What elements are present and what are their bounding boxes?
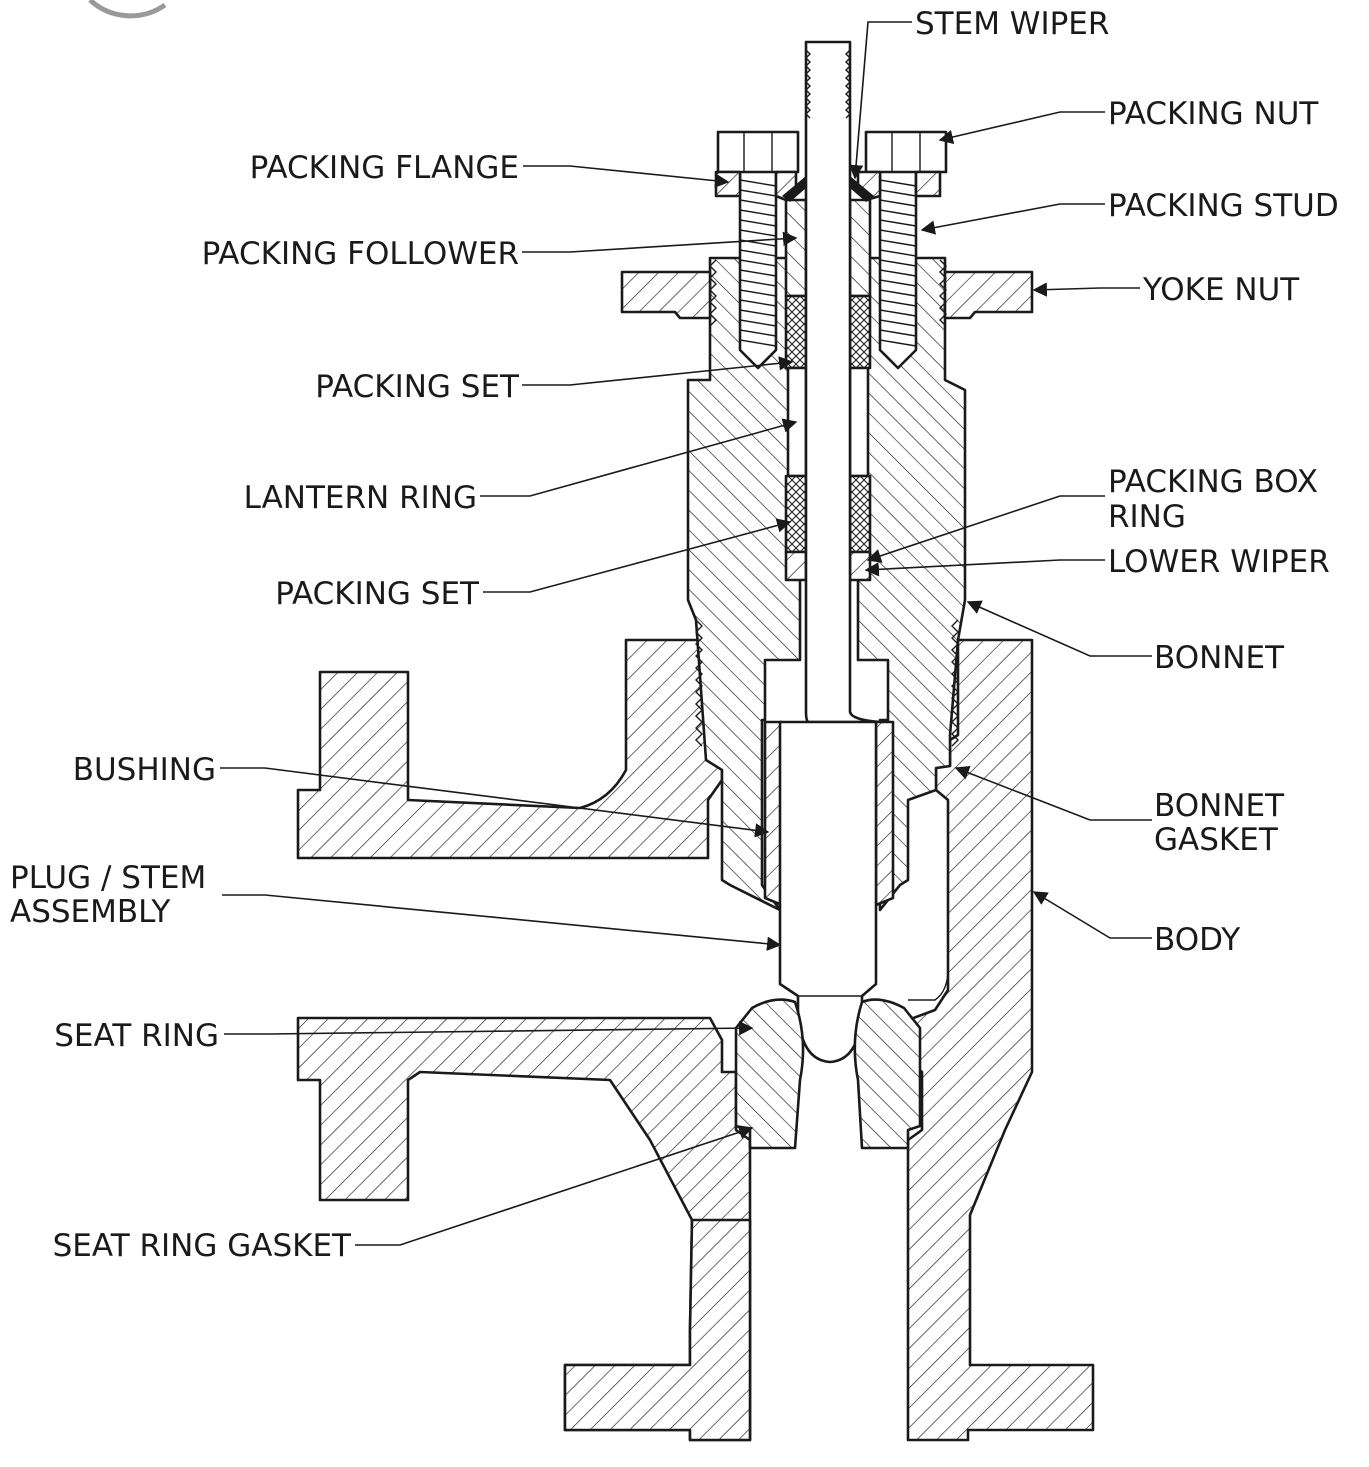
label-packing-set-upper: PACKING SET xyxy=(315,369,520,405)
label-yoke-nut: YOKE NUT xyxy=(1142,272,1300,308)
label-bonnet-gasket-line1: BONNET xyxy=(1154,788,1285,824)
valve-body xyxy=(296,638,1095,1442)
labels: STEM WIPER PACKING NUT PACKING FLANGE PA… xyxy=(10,6,1339,1264)
label-seat-ring-gasket: SEAT RING GASKET xyxy=(53,1228,352,1264)
label-lower-wiper: LOWER WIPER xyxy=(1108,544,1330,580)
seat-ring xyxy=(734,998,922,1150)
label-packing-follower: PACKING FOLLOWER xyxy=(202,236,519,272)
label-plug-stem-line2: ASSEMBLY xyxy=(10,894,170,930)
label-packing-set-lower: PACKING SET xyxy=(275,576,480,612)
label-packing-box-ring-line2: RING xyxy=(1108,499,1186,535)
label-stem-wiper: STEM WIPER xyxy=(915,6,1109,42)
label-packing-stud: PACKING STUD xyxy=(1108,188,1339,224)
label-bonnet-gasket-line2: GASKET xyxy=(1154,822,1279,858)
label-packing-box-ring-line1: PACKING BOX xyxy=(1108,464,1318,500)
packing-nuts xyxy=(716,130,948,174)
label-body: BODY xyxy=(1154,922,1240,958)
label-bushing: BUSHING xyxy=(73,752,216,788)
label-packing-flange: PACKING FLANGE xyxy=(250,150,519,186)
corner-arc-decoration xyxy=(88,0,167,19)
label-packing-nut: PACKING NUT xyxy=(1108,96,1319,132)
label-plug-stem-line1: PLUG / STEM xyxy=(10,860,206,896)
packing-studs xyxy=(738,168,918,370)
label-bonnet: BONNET xyxy=(1154,640,1285,676)
leader-lines xyxy=(220,21,1152,1246)
yoke-nut xyxy=(620,259,1034,327)
label-seat-ring: SEAT RING xyxy=(54,1018,219,1054)
stem-wiper xyxy=(782,176,874,202)
label-lantern-ring: LANTERN RING xyxy=(244,480,477,516)
